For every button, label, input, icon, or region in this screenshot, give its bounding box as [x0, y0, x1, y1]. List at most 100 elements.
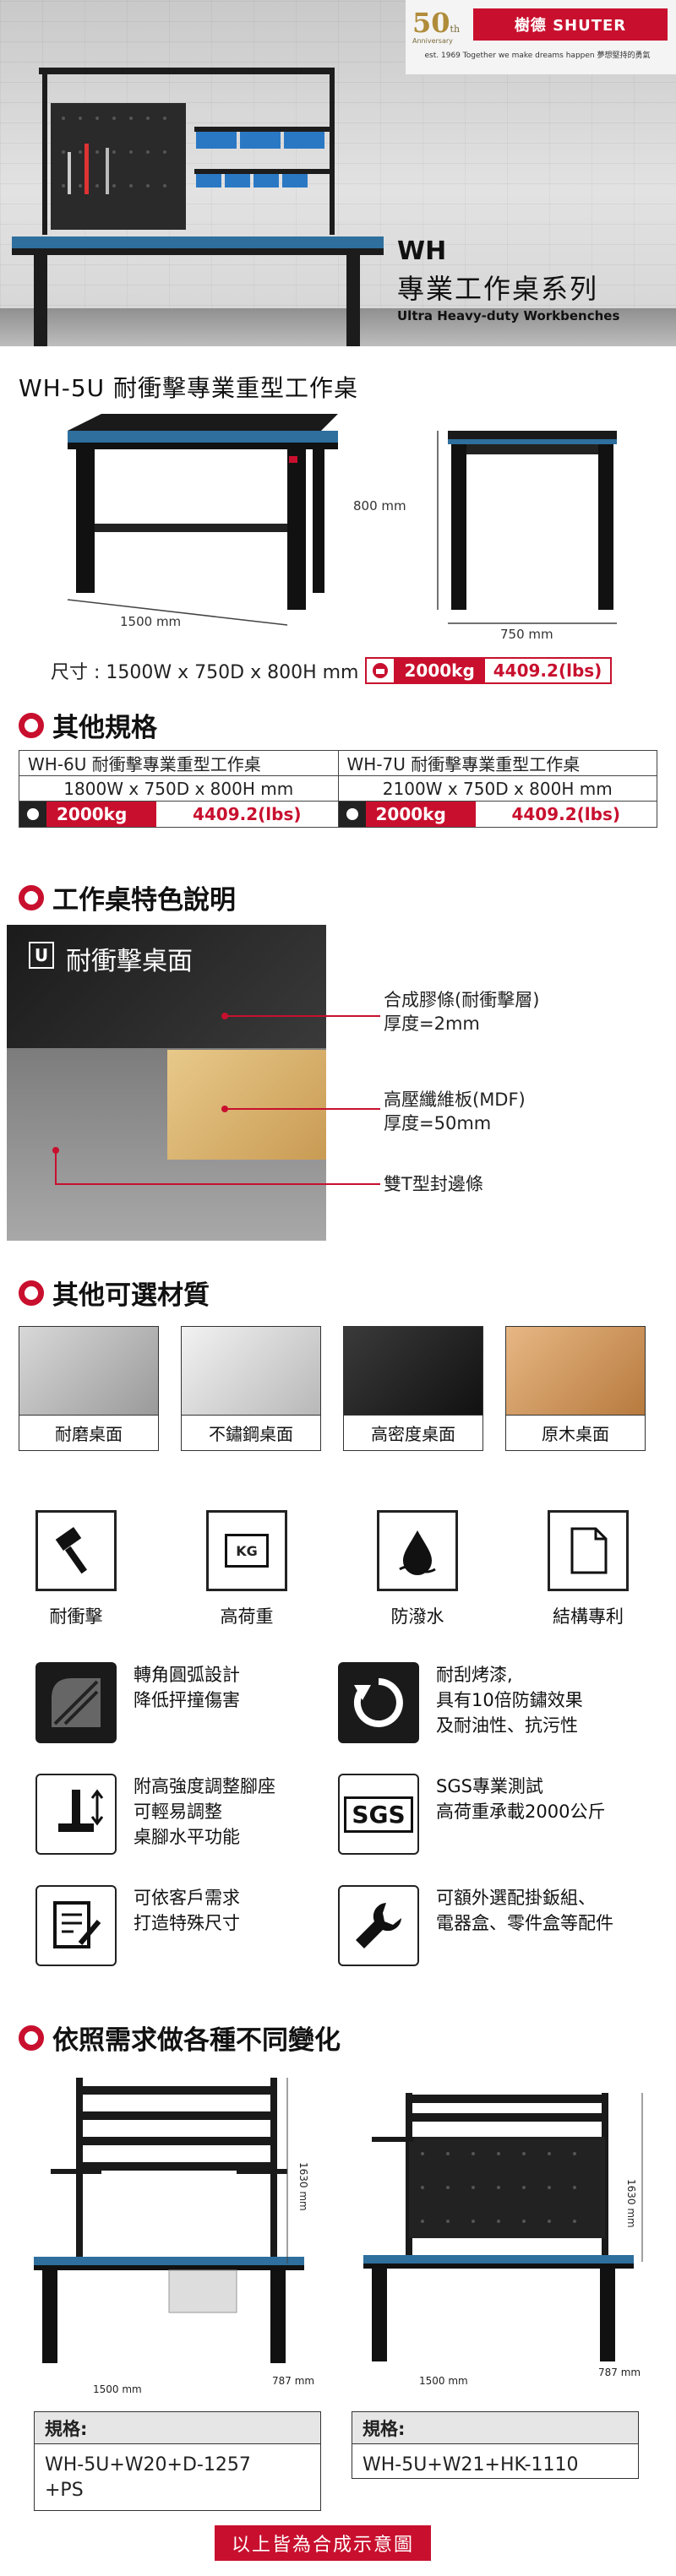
height-dimension: 800 mm [353, 498, 406, 514]
material-label: 原木桌面 [506, 1415, 645, 1450]
benefit-item: 可額外選配掛鈑組、電器盒、零件盒等配件 [338, 1885, 613, 1966]
u-badge: U [29, 942, 54, 969]
feature-title: 耐衝擊桌面 [66, 947, 193, 976]
spec-name: WH-6U 耐衝擊專業重型工作桌 [19, 750, 339, 776]
anniversary-logo: 50th [412, 7, 461, 39]
brand-logo: 樹德 SHUTER [473, 8, 668, 41]
floor [0, 308, 676, 346]
variant-height-dim: 1630 mm [297, 2162, 309, 2211]
composite-image-note: 以上皆為合成示意圖 [215, 2525, 431, 2561]
materials-list: 耐磨桌面 不鏽鋼桌面 高密度桌面 原木桌面 [19, 1326, 646, 1451]
material-card: 原木桌面 [505, 1326, 646, 1451]
load-kg: 2000kg [46, 802, 156, 827]
hammer-icon [35, 1510, 117, 1591]
material-image [182, 1327, 320, 1415]
series-code: WH [397, 236, 447, 266]
load-icon-box: KG [206, 1510, 287, 1591]
load-badge: 2000kg 4409.2(lbs) [365, 657, 613, 684]
benefit-item: 可依客戶需求打造特殊尺寸 [35, 1885, 240, 1966]
icon-label: 結構專利 [553, 1606, 624, 1627]
wrench-icon [338, 1885, 419, 1966]
callout-line-edge [52, 1147, 380, 1185]
spec-size: 2100W x 750D x 800H mm [337, 775, 657, 802]
load-kg: 2000kg [365, 802, 476, 827]
weight-icon [367, 659, 394, 682]
materials-heading: 其他可選材質 [19, 1274, 210, 1312]
brand-tagline: est. 1969 Together we make dreams happen… [424, 52, 651, 60]
material-card: 耐磨桌面 [19, 1326, 159, 1451]
custom-size-icon [35, 1885, 117, 1966]
sgs-icon: SGS [338, 1774, 419, 1855]
material-card: 不鏽鋼桌面 [181, 1326, 321, 1451]
variant-image-2 [363, 2093, 643, 2361]
icon-label: 耐衝擊 [49, 1606, 103, 1627]
feature-cross-section-image: U 耐衝擊桌面 [7, 925, 326, 1241]
kg-weight-icon: KG [206, 1510, 287, 1591]
variant-depth-dim: 787 mm [272, 2375, 315, 2387]
other-specs-table: WH-6U 耐衝擊專業重型工作桌 WH-7U 耐衝擊專業重型工作桌 1800W … [19, 750, 657, 828]
waterproof-icon-box [377, 1510, 458, 1591]
benefit-item: 轉角圓弧設計降低抨撞傷害 [35, 1662, 240, 1743]
load-lbs: 4409.2(lbs) [493, 660, 602, 681]
weight-icon [338, 802, 366, 827]
variant-height-dim: 1630 mm [625, 2179, 637, 2228]
weight-icon [19, 802, 46, 827]
hero-workbench-image [12, 68, 384, 346]
variant-spec-box: 規格: WH-5U+W20+D-1257 +PS [34, 2411, 321, 2511]
water-drop-icon [377, 1510, 458, 1591]
refresh-icon [338, 1662, 419, 1743]
benefit-item: SGS SGS專業測試高荷重承載2000公斤 [338, 1774, 605, 1855]
series-title-en: Ultra Heavy-duty Workbenches [397, 308, 620, 323]
variant-width-dim: 1500 mm [419, 2375, 468, 2387]
size-spec: 尺寸 : 1500W x 750D x 800H mm [51, 662, 359, 683]
mdf-layer [167, 1050, 326, 1160]
callout-lines [221, 1013, 380, 1112]
material-label: 不鏽鋼桌面 [182, 1415, 320, 1450]
surface-layer [7, 925, 326, 1048]
benefit-item: 耐刮烤漆,具有10倍防鏽效果及耐油性、抗污性 [338, 1662, 583, 1743]
other-specs-heading: 其他規格 [19, 706, 157, 744]
product-dimension-diagram [67, 414, 617, 626]
spec-label: 規格: [35, 2412, 320, 2444]
patent-icon-box [548, 1510, 629, 1591]
material-image [506, 1327, 645, 1415]
load-lbs: 4409.2(lbs) [511, 804, 621, 824]
round-corner-icon [35, 1662, 117, 1743]
series-title-zh: 專業工作桌系列 [397, 273, 599, 305]
spec-name: WH-7U 耐衝擊專業重型工作桌 [337, 750, 657, 776]
callout-edge: 雙T型封邊條 [384, 1174, 483, 1194]
anniversary-word: Anniversary [412, 37, 453, 45]
benefit-item: 附高強度調整腳座可輕易調整桌腳水平功能 [35, 1774, 275, 1855]
variants-heading: 依照需求做各種不同變化 [19, 2019, 341, 2057]
impact-icon-box [35, 1510, 117, 1591]
size-spec-row: 尺寸 : 1500W x 750D x 800H mm 2000kg 4409.… [51, 657, 613, 684]
load-lbs: 4409.2(lbs) [192, 804, 302, 824]
section-bullet-icon [19, 2024, 44, 2051]
spec-load: 2000kg 4409.2(lbs) [19, 801, 339, 828]
material-image [19, 1327, 158, 1415]
callout-rubber: 合成膠條(耐衝擊層) 厚度=2mm [384, 990, 540, 1034]
variant-width-dim: 1500 mm [93, 2383, 142, 2395]
variant-image-1 [34, 2078, 304, 2363]
features-heading: 工作桌特色說明 [19, 878, 236, 916]
load-kg: 2000kg [394, 659, 485, 682]
spec-value: +PS [45, 2480, 84, 2501]
spec-value: WH-5U+W21+HK-1110 [363, 2454, 579, 2475]
material-label: 高密度桌面 [344, 1415, 482, 1450]
variant-depth-dim: 787 mm [598, 2367, 641, 2378]
width-dimension: 1500 mm [120, 614, 182, 629]
spec-label: 規格: [352, 2412, 638, 2444]
icon-label: 高荷重 [220, 1606, 274, 1627]
leveling-foot-icon [35, 1774, 117, 1855]
variant-spec-box: 規格: WH-5U+W21+HK-1110 [352, 2411, 639, 2479]
material-label: 耐磨桌面 [19, 1415, 158, 1450]
section-bullet-icon [19, 712, 44, 738]
hero-banner: 50th Anniversary 樹德 SHUTER est. 1969 Tog… [0, 0, 676, 346]
product-title: WH-5U 耐衝擊專業重型工作桌 [19, 374, 359, 402]
spec-value: WH-5U+W20+D-1257 [45, 2454, 251, 2475]
depth-dimension: 750 mm [500, 627, 553, 642]
spec-size: 1800W x 750D x 800H mm [19, 775, 339, 802]
hero-title-box: WH 專業工作桌系列 Ultra Heavy-duty Workbenches [397, 236, 668, 323]
material-image [344, 1327, 482, 1415]
structure-icon [548, 1510, 629, 1591]
